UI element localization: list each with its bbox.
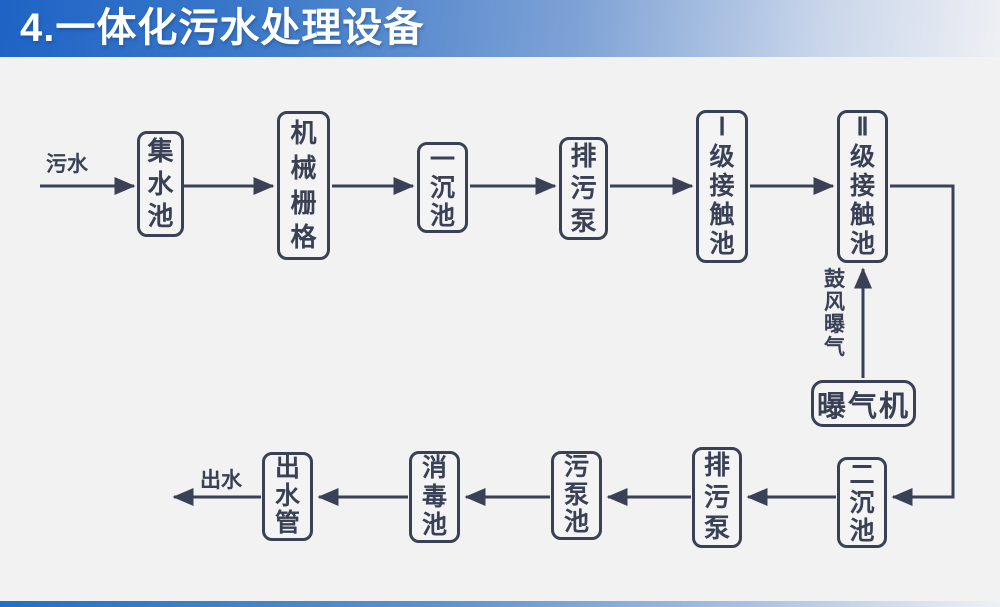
arrow-level2-to-secondary-sedimentation: [890, 184, 955, 506]
aeration-label: 鼓风曝气: [824, 268, 845, 360]
flow-node-outlet-pipe: 出水管: [262, 452, 313, 541]
flow-node-sludge-pump-tank: 污泵池: [551, 451, 602, 540]
flow-node-aerator: 曝气机: [811, 380, 916, 427]
node-label: 排污泵: [570, 141, 597, 236]
node-label: 曝气机: [816, 390, 910, 423]
node-label: Ⅰ级接触池: [709, 113, 735, 259]
flow-node-sewage-pump-top: 排污泵: [559, 137, 608, 240]
node-label: Ⅱ级接触池: [849, 113, 875, 259]
node-label: 集水池: [147, 135, 174, 232]
flow-node-primary-sedimentation-tank: 一沉池: [417, 142, 468, 233]
node-label: 一沉池: [429, 145, 455, 230]
flow-node-sewage-pump-bottom: 排污泵: [692, 447, 742, 548]
flow-node-level-2-contact-tank: Ⅱ级接触池: [837, 110, 888, 263]
node-label: 出水管: [274, 454, 300, 538]
node-label: 排污泵: [703, 449, 730, 544]
flow-node-disinfection-tank: 消毒池: [409, 451, 460, 543]
flow-node-secondary-sedimentation-tank: 二沉池: [837, 457, 887, 548]
node-label: 污泵池: [563, 453, 589, 537]
flow-node-level-1-contact-tank: Ⅰ级接触池: [696, 110, 748, 263]
page-title: 4.一体化污水处理设备: [20, 6, 425, 50]
node-label: 二沉池: [849, 460, 875, 545]
flow-node-mechanical-grid: 机械栅格: [277, 111, 330, 260]
node-label: 消毒池: [421, 454, 447, 540]
footer-accent-bar: [0, 601, 1000, 607]
outflow-label: 出水: [200, 469, 242, 492]
inflow-label: 污水: [46, 153, 88, 176]
flow-node-collection-tank: 集水池: [137, 131, 184, 237]
header-bar: 4.一体化污水处理设备: [0, 0, 1000, 57]
node-label: 机械栅格: [290, 118, 317, 253]
